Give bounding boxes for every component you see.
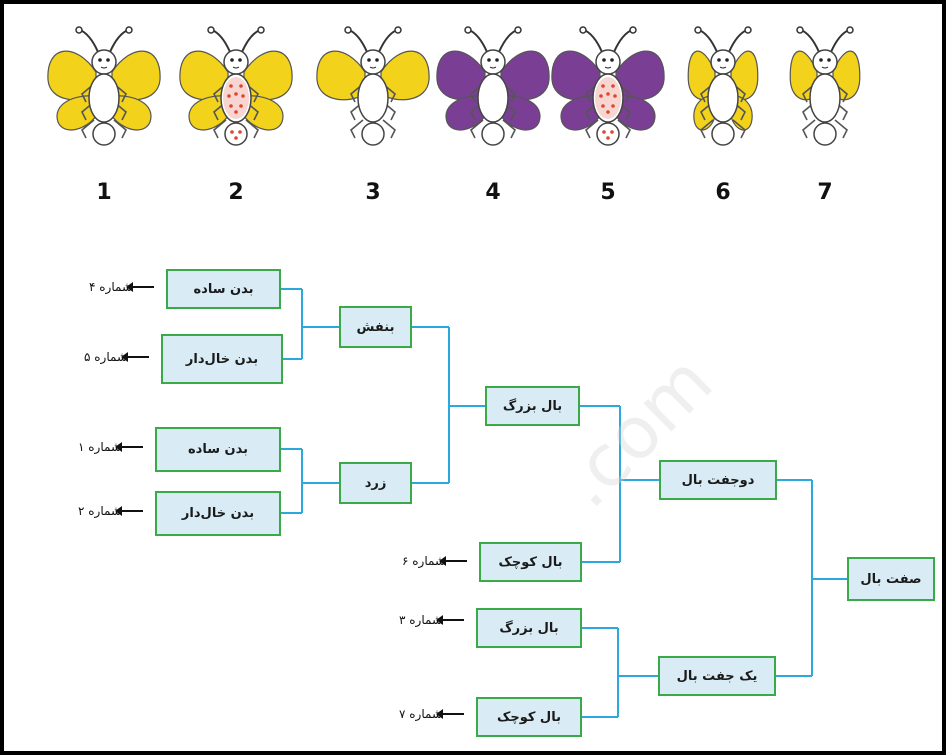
- leaf-label: شماره ۱: [78, 440, 121, 454]
- butterfly-6: [687, 26, 759, 146]
- leaf-number-6: شماره ۶: [402, 554, 471, 568]
- leaf-number-2: شماره ۲: [78, 504, 147, 518]
- butterfly-7: [789, 26, 861, 146]
- node-purple-plain-body: بدن ساده: [166, 269, 281, 309]
- leaf-number-7: شماره ۷: [399, 707, 468, 721]
- left-arrow-icon: [121, 352, 149, 362]
- node-wing-trait: صفت بال: [847, 557, 935, 601]
- butterfly-1: [47, 26, 161, 146]
- leaf-label: شماره ۷: [399, 707, 442, 721]
- butterfly-2: [179, 26, 293, 146]
- left-arrow-icon: [436, 615, 464, 625]
- leaf-label: شماره ۳: [399, 613, 442, 627]
- leaf-label: شماره ۴: [89, 280, 132, 294]
- leaf-label: شماره ۲: [78, 504, 121, 518]
- butterfly-number-4: 4: [485, 180, 501, 205]
- connector-purple: [281, 288, 339, 360]
- left-arrow-icon: [439, 556, 467, 566]
- node-small-wings-two-pairs: بال کوچک: [479, 542, 582, 582]
- tree-connectors: [281, 288, 847, 718]
- node-yellow: زرد: [339, 462, 412, 504]
- node-large-wings-one-pair: بال بزرگ: [476, 608, 582, 648]
- leaf-label: شماره ۶: [402, 554, 445, 568]
- butterfly-number-3: 3: [365, 180, 381, 205]
- leaf-number-1: شماره ۱: [78, 440, 147, 454]
- left-arrow-icon: [115, 506, 143, 516]
- leaf-number-3: شماره ۳: [399, 613, 468, 627]
- leaf-label: شماره ۵: [84, 350, 127, 364]
- node-small-wings-one-pair: بال کوچک: [476, 697, 582, 737]
- node-one-wing-pair: یک جفت بال: [658, 656, 776, 696]
- node-purple: بنفش: [339, 306, 412, 348]
- leaf-number-4: شماره ۴: [89, 280, 158, 294]
- left-arrow-icon: [115, 442, 143, 452]
- left-arrow-icon: [126, 282, 154, 292]
- butterflies-strip: 1 2 3 4 5 6 7: [4, 4, 942, 219]
- connector-two-pairs: [580, 405, 659, 563]
- butterfly-number-6: 6: [715, 180, 731, 205]
- butterfly-3: [316, 26, 430, 146]
- connector-large-two-pairs: [412, 326, 485, 484]
- node-two-wing-pairs: دوجفت بال: [659, 460, 777, 500]
- node-purple-spotted-body: بدن خال‌دار: [161, 334, 283, 384]
- butterfly-number-1: 1: [96, 180, 112, 205]
- butterfly-number-2: 2: [228, 180, 244, 205]
- connector-yellow: [281, 448, 339, 514]
- butterfly-5: [551, 26, 665, 146]
- butterfly-number-7: 7: [817, 180, 833, 205]
- node-yellow-plain-body: بدن ساده: [155, 427, 281, 472]
- butterfly-4: [436, 26, 550, 146]
- connector-root: [776, 479, 847, 677]
- node-large-wings-two-pairs: بال بزرگ: [485, 386, 580, 426]
- left-arrow-icon: [436, 709, 464, 719]
- connector-one-pair: [582, 627, 658, 718]
- node-yellow-spotted-body: بدن خال‌دار: [155, 491, 281, 536]
- butterfly-number-5: 5: [600, 180, 616, 205]
- leaf-number-5: شماره ۵: [84, 350, 153, 364]
